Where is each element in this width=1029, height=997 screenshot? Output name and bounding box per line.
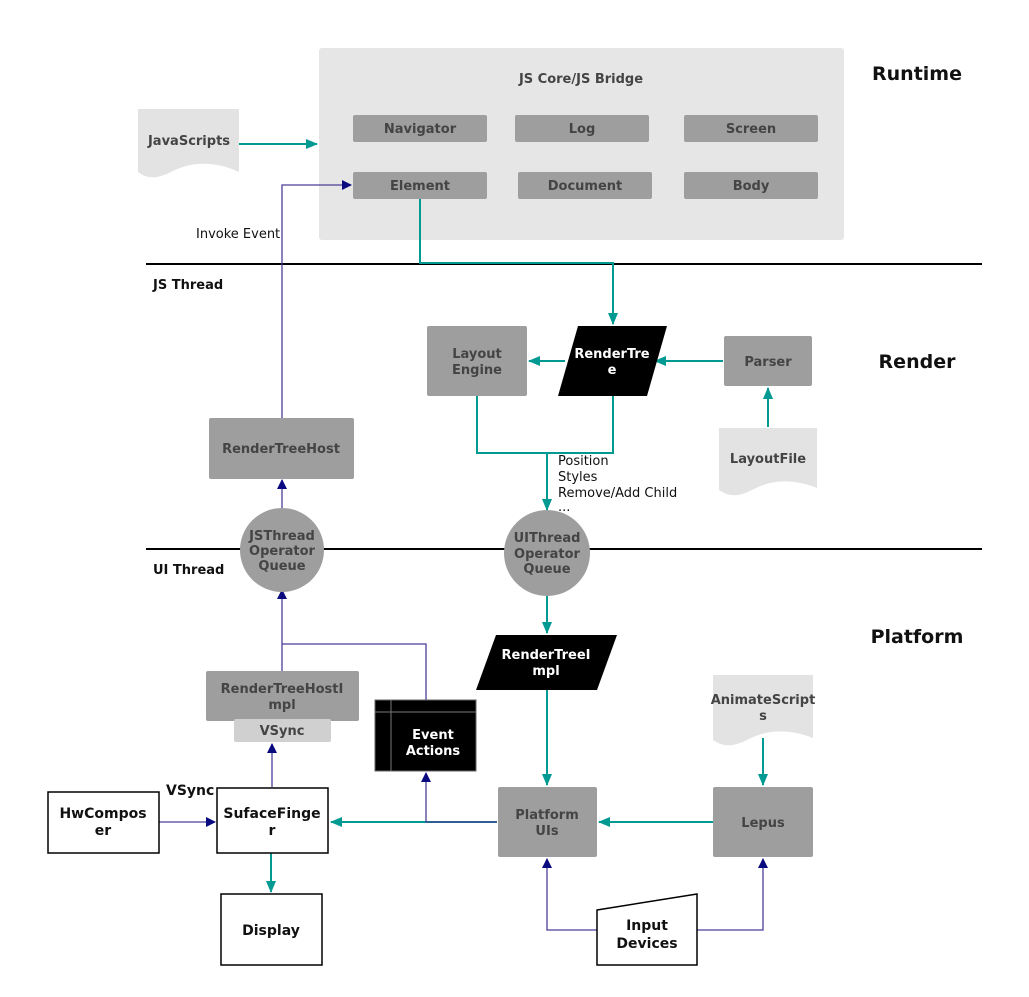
module-log[interactable]: Log — [515, 115, 649, 142]
edge-input-platformuis — [542, 858, 597, 931]
javascripts-label: JavaScripts — [147, 134, 230, 149]
render-tree-label-1: RenderTre — [574, 347, 649, 362]
hw-composer-label-2: er — [95, 823, 111, 839]
render-tree-node[interactable]: RenderTre e — [558, 326, 667, 396]
input-devices-node[interactable]: Input Devices — [596, 893, 698, 966]
js-queue-node[interactable]: JSThread Operator Queue — [240, 508, 324, 592]
ops-label: Position Styles Remove/Add Child ... — [558, 454, 677, 515]
parser-node[interactable]: Parser — [724, 336, 812, 386]
input-devices-label-2: Devices — [616, 936, 677, 952]
render-tree-host-impl-label-2: mpl — [268, 698, 295, 713]
module-body-label: Body — [733, 179, 770, 194]
module-screen[interactable]: Screen — [684, 115, 818, 142]
module-document[interactable]: Document — [518, 172, 652, 199]
display-node[interactable]: Display — [220, 893, 323, 966]
javascripts-doc[interactable]: JavaScripts — [138, 109, 239, 178]
runtime-panel: JS Core/JS Bridge Navigator Log Screen E… — [319, 48, 844, 240]
render-tree-impl-node[interactable]: RenderTreeI mpl — [476, 635, 617, 690]
display-label: Display — [242, 923, 300, 939]
module-element-label: Element — [390, 179, 450, 194]
render-tree-host-impl-node[interactable]: RenderTreeHostI mpl — [206, 671, 359, 721]
parser-label: Parser — [744, 355, 792, 370]
ui-queue-label-2: Operator — [514, 547, 581, 562]
module-log-label: Log — [569, 122, 596, 137]
render-tree-host-node[interactable]: RenderTreeHost — [209, 418, 354, 479]
runtime-panel-title: JS Core/JS Bridge — [518, 72, 643, 87]
edge-layout-merge — [476, 396, 614, 454]
event-actions-label-2: Actions — [406, 744, 461, 759]
ui-queue-label-3: Queue — [523, 562, 570, 577]
edge-platformuis-eventactions — [421, 772, 497, 823]
ops-label-remove-add: Remove/Add Child — [558, 486, 677, 501]
render-tree-host-impl-label-1: RenderTreeHostI — [221, 682, 344, 697]
module-document-label: Document — [548, 179, 623, 194]
edge-input-lepus — [697, 858, 768, 931]
input-devices-label-1: Input — [626, 918, 668, 934]
section-render: Render — [879, 351, 957, 373]
edge-eventactions-jsqueue — [282, 643, 427, 700]
layout-file-doc[interactable]: LayoutFile — [719, 428, 817, 496]
module-navigator[interactable]: Navigator — [353, 115, 487, 142]
suface-finger-label-2: r — [269, 823, 276, 839]
js-queue-label-2: Operator — [249, 544, 316, 559]
render-tree-host-label: RenderTreeHost — [222, 442, 340, 457]
edge-element-rendertree — [419, 199, 618, 325]
ops-label-more: ... — [558, 500, 570, 515]
platform-uis-node[interactable]: Platform UIs — [498, 787, 597, 857]
invoke-event-label: Invoke Event — [196, 227, 280, 242]
event-actions-node[interactable]: Event Actions — [374, 699, 477, 772]
platform-uis-label-1: Platform — [515, 808, 579, 823]
ui-queue-node[interactable]: UIThread Operator Queue — [504, 510, 590, 596]
vsync-tab[interactable]: VSync — [234, 719, 331, 742]
module-screen-label: Screen — [726, 122, 776, 137]
animate-scripts-label-2: s — [759, 709, 767, 724]
module-element[interactable]: Element — [353, 172, 487, 199]
edge-invoke-event — [281, 180, 352, 418]
ui-thread-label: UI Thread — [153, 563, 224, 578]
render-tree-impl-label-1: RenderTreeI — [502, 648, 591, 663]
ops-label-styles: Styles — [558, 470, 598, 485]
vsync-tab-label: VSync — [260, 724, 305, 739]
hw-composer-label-1: HwCompos — [59, 806, 146, 822]
ui-queue-label-1: UIThread — [514, 531, 581, 546]
hw-composer-node[interactable]: HwCompos er — [47, 791, 160, 854]
lepus-label: Lepus — [741, 816, 785, 831]
suface-finger-node[interactable]: SufaceFinge r — [216, 787, 329, 854]
render-tree-label-2: e — [608, 363, 617, 378]
js-queue-label-1: JSThread — [248, 529, 315, 544]
section-runtime: Runtime — [872, 63, 962, 85]
layout-engine-label-2: Engine — [452, 363, 502, 378]
animate-scripts-label-1: AnimateScript — [711, 693, 816, 708]
platform-uis-label-2: UIs — [535, 824, 558, 839]
vsync-edge-label: VSync — [166, 783, 214, 799]
section-platform: Platform — [871, 626, 964, 648]
module-body[interactable]: Body — [684, 172, 818, 199]
edges — [159, 139, 773, 931]
suface-finger-label-1: SufaceFinge — [223, 806, 320, 822]
js-queue-label-3: Queue — [258, 559, 305, 574]
layout-engine-label-1: Layout — [452, 347, 502, 362]
animate-scripts-doc[interactable]: AnimateScript s — [711, 675, 816, 746]
ops-label-position: Position — [558, 454, 609, 469]
event-actions-label-1: Event — [412, 728, 454, 743]
layout-file-label: LayoutFile — [730, 452, 806, 467]
layout-engine-node[interactable]: Layout Engine — [427, 326, 527, 396]
render-tree-impl-label-2: mpl — [532, 664, 559, 679]
module-navigator-label: Navigator — [384, 122, 457, 137]
lepus-node[interactable]: Lepus — [713, 787, 813, 857]
js-thread-label: JS Thread — [152, 278, 223, 293]
